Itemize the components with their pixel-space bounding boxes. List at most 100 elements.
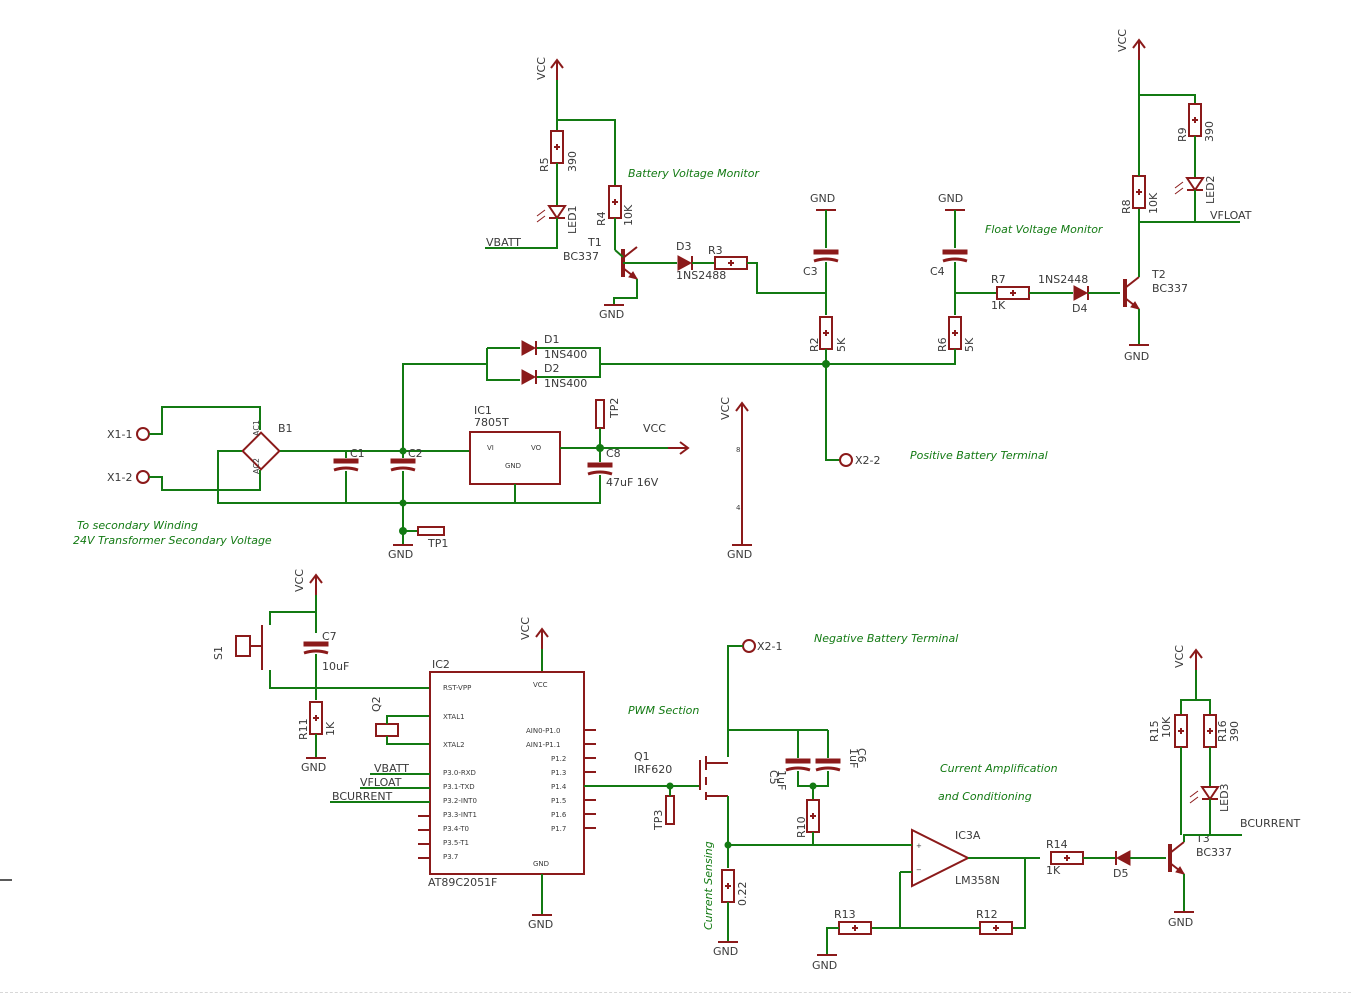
r16-label: R16 [1216,720,1229,742]
ic1-value: 7805T [474,416,509,429]
ic2-left-pin-7: P3.4-T0 [443,825,469,833]
t3-label: T3 [1195,832,1210,845]
pwm-section-note: PWM Section [628,704,699,717]
negative-terminal-note: Negative Battery Terminal [814,632,958,645]
q1-value: IRF620 [634,763,672,776]
t1-label: T1 [587,236,602,249]
vbatt-label-ic2: VBATT [374,762,409,775]
bcurrent-label-t3: BCURRENT [1240,817,1301,830]
opamp-power: VCC 8 4 GND [719,397,753,561]
r15-value: 10K [1160,716,1173,738]
r14-label: R14 [1046,838,1068,851]
opamp-pin-4: 4 [736,504,741,512]
x2-2-label: X2-2 [855,454,881,467]
ic3-value: LM358N [955,874,1000,887]
ic1-vi: VI [487,444,494,452]
opamp-minus: − [916,866,922,874]
tp2-label: TP2 [608,398,621,419]
positive-terminal-note: Positive Battery Terminal [910,449,1048,462]
vcc-label-ps: VCC [643,422,666,435]
r4-label: R4 [595,211,608,226]
c8-label: C8 [606,447,621,460]
float-voltage-monitor: GND C4 R6 5K R7 1K 1NS2448 D4 T2 BC337 G… [826,29,1252,365]
ic2-right-pin-0: AIN0-P1.0 [526,727,560,735]
gnd-label-r11: GND [301,761,326,774]
ic2-right-pin-7: P1.7 [551,825,566,833]
r8-value: 10K [1147,192,1160,214]
c8-value: 47uF 16V [606,476,659,489]
d2-value: 1NS400 [544,377,587,390]
r14-value: 1K [1046,864,1061,877]
r9-label: R9 [1176,127,1189,142]
ic2-right-pin-2: P1.2 [551,755,566,763]
b1-ac2: AC2 [252,458,261,474]
x1-1-label: X1-1 [107,428,133,441]
r6-label: R6 [936,337,949,352]
ic2-right-pin-3: P1.3 [551,769,566,777]
r6-value: 5K [963,337,976,352]
ic2-vcc-pin: VCC [533,681,548,689]
transformer-voltage-note: 24V Transformer Secondary Voltage [73,534,272,547]
led3-label: LED3 [1218,783,1231,812]
battery-voltage-monitor: VCC R5 390 LED1 VBATT R4 10K T1 BC337 GN… [485,57,826,321]
r2-value: 5K [835,337,848,352]
x1-2-label: X1-2 [107,471,133,484]
ic3-opamp [911,828,971,888]
c1-label: C1 [350,447,365,460]
d2-label: D2 [544,362,559,375]
current-amp-note: Current Amplification [940,762,1058,775]
gnd-label-c3: GND [810,192,835,205]
current-amplifier: Current Amplification and Conditioning I… [812,645,1301,972]
ic3-label: IC3A [955,829,981,842]
c7-value: 10uF [322,660,349,673]
r13-label: R13 [834,908,856,921]
t1-value: BC337 [563,250,599,263]
led1-label: LED1 [566,205,579,234]
ic2-left-pin-8: P3.5-T1 [443,839,469,847]
conditioning-note: and Conditioning [938,790,1032,803]
r2-label: R2 [808,337,821,352]
c6-label: C6 [855,748,868,763]
ic2-label: IC2 [432,658,450,671]
r3-label: R3 [708,244,723,257]
c3-r2-branch: GND C3 R2 5K X2-2 Positive Battery Termi… [803,192,1048,467]
gnd-label-opamp: GND [727,548,752,561]
c3-label: C3 [803,265,818,278]
mosfet-section: X2-1 Negative Battery Terminal Q1 IRF620… [634,632,958,958]
r7-label: R7 [991,273,1006,286]
d3-value: 1NS2488 [676,269,726,282]
ic1-gnd: GND [505,462,521,470]
ic2-left-pin-9: P3.7 [443,853,458,861]
c5-value: 1uF [775,770,788,790]
vcc-label-ic2: VCC [519,617,532,640]
t3-value: BC337 [1196,846,1232,859]
ic2-left-pin-3: P3.0-RXD [443,769,476,777]
r9-value: 390 [1203,121,1216,142]
c5-label: C5 [767,770,780,785]
vcc-label: VCC [535,57,548,80]
gnd-label-mosfet: GND [713,945,738,958]
vcc-label-t2: VCC [1116,29,1129,52]
r12-label: R12 [976,908,998,921]
r1-value: 0.22 [736,882,749,907]
vbatt-label-top: VBATT [486,236,521,249]
ic2-left-pin-0: RST-VPP [443,684,471,692]
vfloat-label-ic2: VFLOAT [360,776,402,789]
q1-label: Q1 [634,750,650,763]
d3-label: D3 [676,240,691,253]
r8-label: R8 [1120,199,1133,214]
vcc-label-opamp: VCC [719,397,732,420]
d4-value: 1NS2448 [1038,273,1088,286]
gnd-label-t3: GND [1168,916,1193,929]
tp1-label: TP1 [427,537,448,550]
ic1-label: IC1 [474,404,492,417]
ic2-left-pin-1: XTAL1 [443,713,465,721]
r5-value: 390 [566,151,579,172]
b1-label: B1 [278,422,293,435]
secondary-winding-note: To secondary Winding [77,519,198,532]
tp3-label: TP3 [652,810,665,831]
b1-ac1: AC1 [252,420,261,436]
s1-label: S1 [212,646,225,660]
ic1-vo: VO [531,444,542,452]
